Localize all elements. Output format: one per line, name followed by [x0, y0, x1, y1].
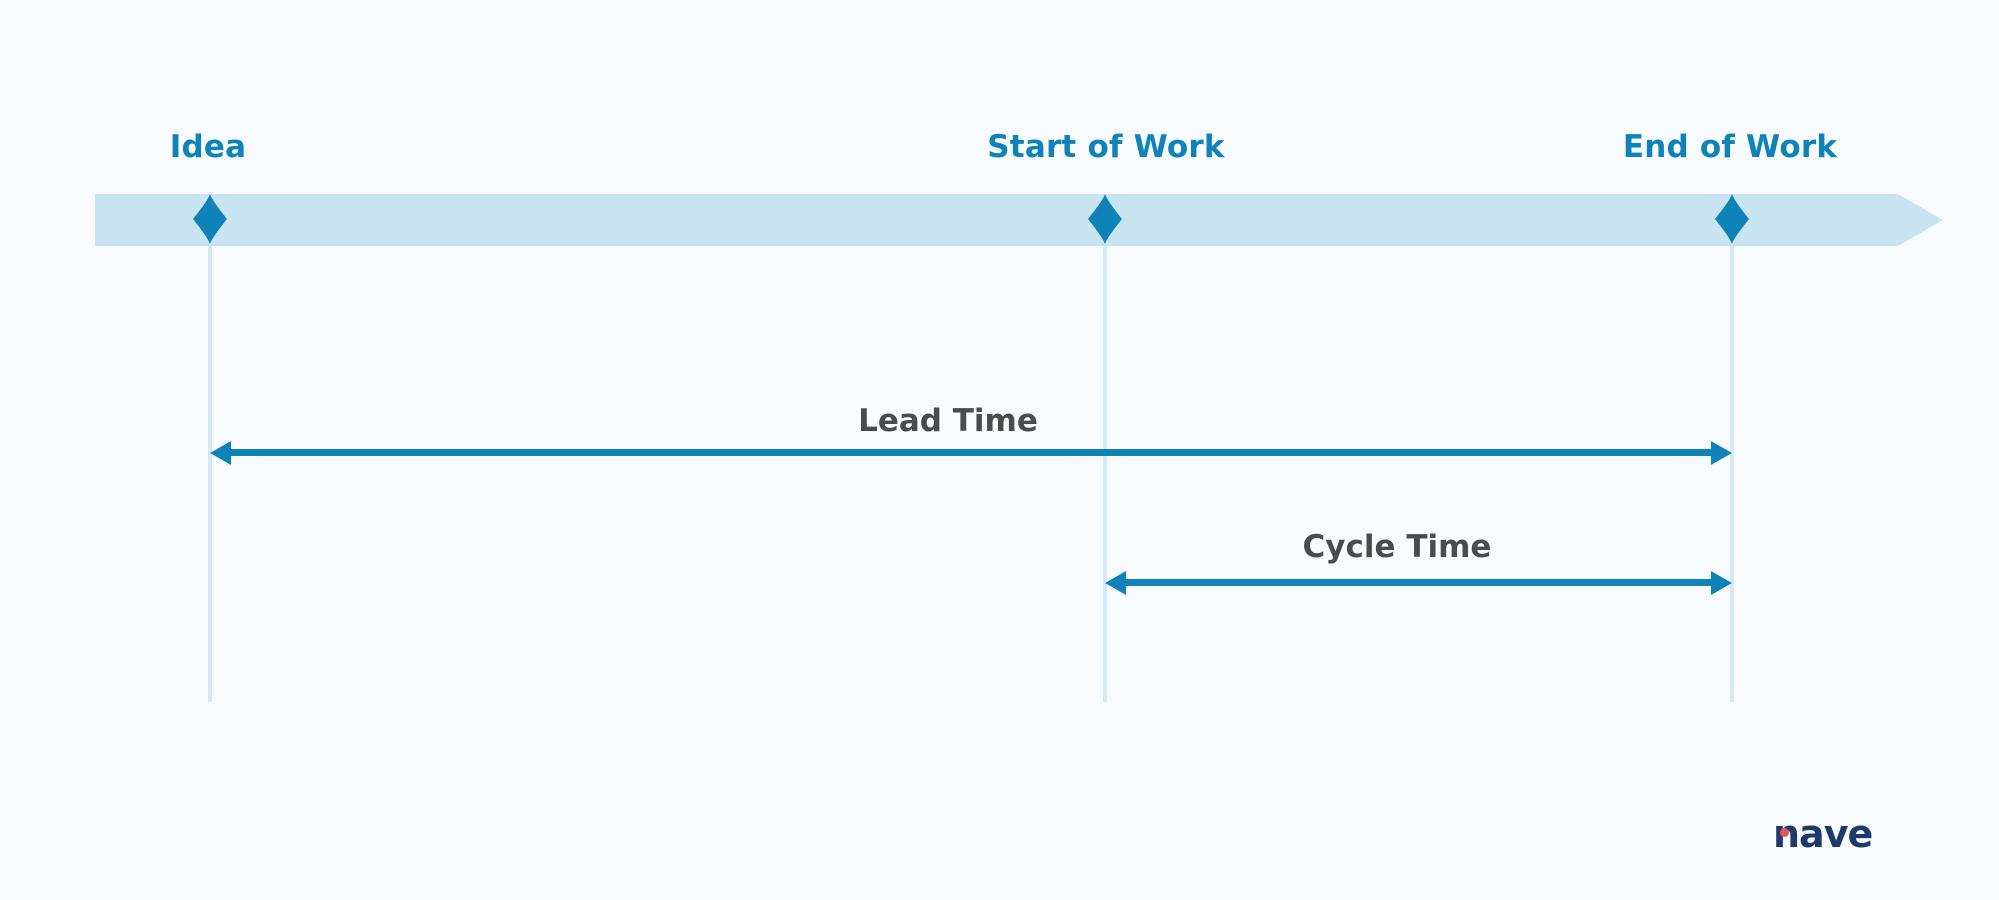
milestone-label-end-of-work: End of Work	[1622, 129, 1838, 165]
guide-line-end-of-work	[1730, 246, 1734, 702]
cycle-time-arrow	[1105, 571, 1732, 595]
milestone-label-start-of-work: Start of Work	[987, 129, 1225, 165]
lead-time-arrow	[210, 441, 1732, 465]
milestone-diamond-icon-start-of-work	[1088, 194, 1122, 244]
timeline-band	[95, 194, 1898, 246]
lead-time-arrow-shaft	[227, 449, 1715, 456]
milestone-label-idea: Idea	[169, 129, 247, 165]
nave-logo: nave	[1773, 812, 1873, 860]
milestone-diamond-icon-end-of-work	[1715, 194, 1749, 244]
timeline-band-arrowhead-icon	[1898, 194, 1943, 246]
lead-time-label: Lead Time	[858, 403, 1038, 439]
milestone-diamond-icon-idea	[193, 194, 227, 244]
nave-logo-text: nave	[1773, 812, 1873, 856]
guide-line-start-of-work	[1103, 246, 1107, 702]
cycle-time-arrow-shaft	[1122, 579, 1715, 586]
guide-line-idea	[208, 246, 212, 702]
nave-logo-dot-icon	[1780, 828, 1789, 837]
cycle-time-label: Cycle Time	[1302, 529, 1492, 565]
